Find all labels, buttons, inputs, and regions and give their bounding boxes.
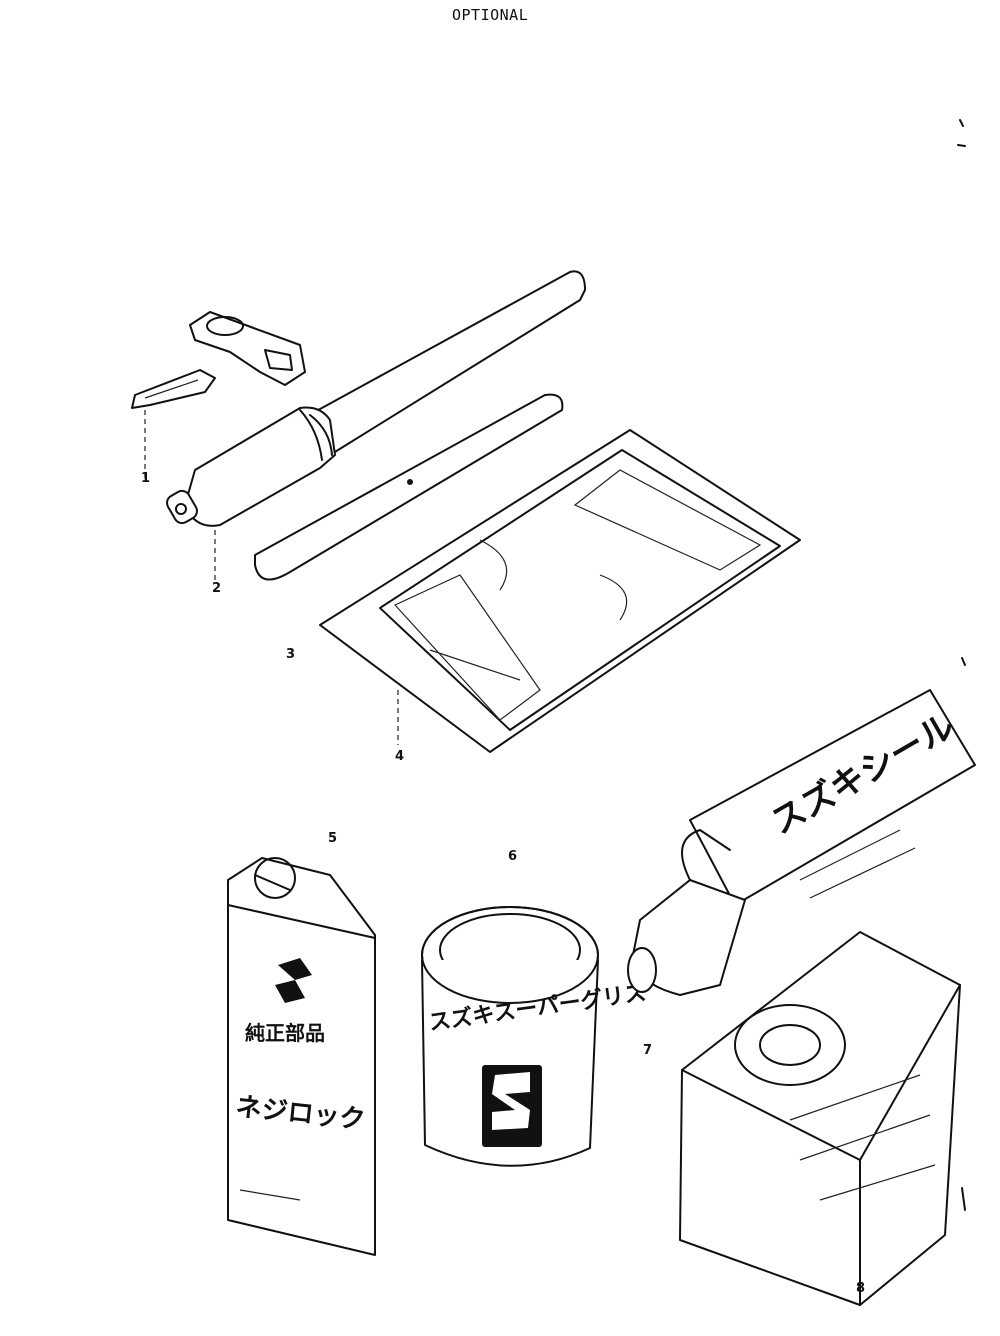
callout-1: 1 bbox=[141, 471, 150, 486]
callout-4: 4 bbox=[395, 749, 404, 764]
page-title: OPTIONAL bbox=[452, 6, 529, 24]
part-pump-drawing bbox=[166, 270, 586, 580]
part-box-drawing bbox=[679, 931, 961, 1306]
callout-6: 6 bbox=[508, 849, 517, 864]
can-genuine-label: 純正部品 bbox=[245, 1021, 325, 1045]
part-key-drawing bbox=[131, 311, 306, 480]
suzuki-logo-icon bbox=[275, 958, 312, 1003]
callout-2: 2 bbox=[212, 581, 221, 596]
callout-5: 5 bbox=[328, 831, 337, 846]
callout-3: 3 bbox=[286, 647, 295, 662]
part-toolkit-drawing bbox=[319, 429, 801, 753]
callout-8: 8 bbox=[856, 1281, 865, 1296]
part-lever-drawing bbox=[254, 393, 564, 581]
part-tube-drawing: スズキシール bbox=[627, 689, 976, 996]
callout-7: 7 bbox=[643, 1043, 652, 1058]
part-tin-drawing: スズキスーパーグリス bbox=[421, 906, 648, 1167]
suzuki-logo-icon bbox=[492, 1072, 530, 1130]
part-can-drawing: 純正部品 ネジロック bbox=[227, 857, 376, 1256]
